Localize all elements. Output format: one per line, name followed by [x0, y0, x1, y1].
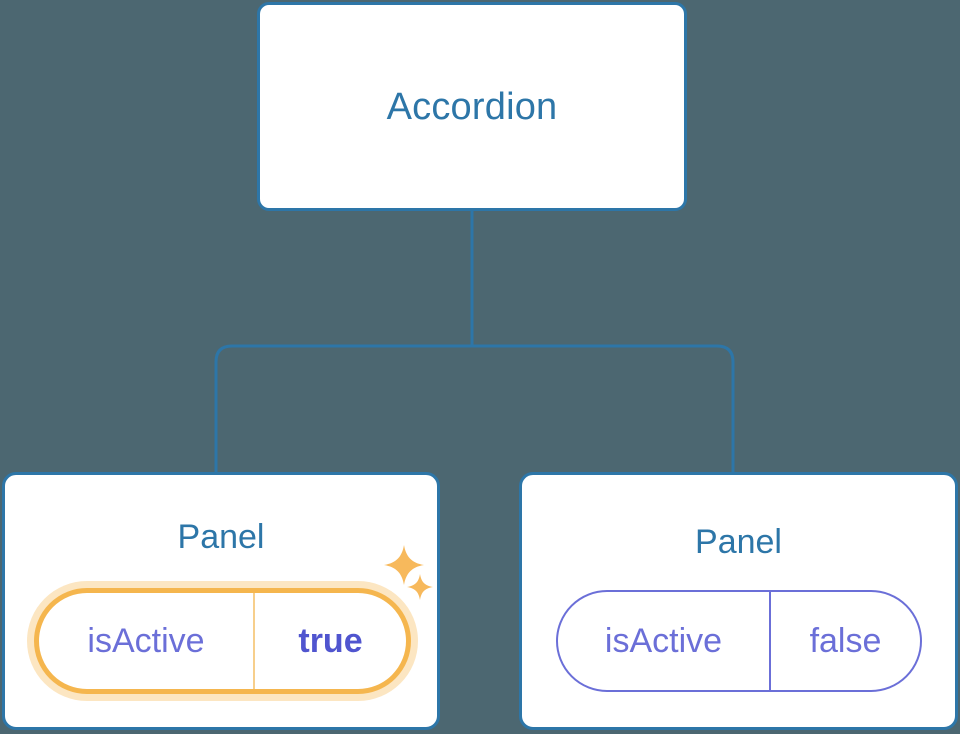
node-panel-active-label: Panel: [177, 518, 265, 556]
prop-value: false: [809, 621, 882, 660]
sparkle-large-icon: [384, 545, 424, 585]
prop-key: isActive: [39, 593, 255, 689]
prop-pill-isactive-false[interactable]: isActive false: [556, 590, 922, 692]
node-accordion[interactable]: Accordion: [257, 2, 687, 211]
edge-branch-bar: [214, 344, 735, 472]
sparkle-small-icon: [407, 574, 433, 600]
node-accordion-label: Accordion: [386, 85, 558, 128]
prop-key: isActive: [558, 592, 771, 690]
prop-pill-isactive-true[interactable]: isActive true: [34, 588, 411, 694]
prop-value: true: [298, 621, 363, 660]
node-panel-inactive-label: Panel: [695, 523, 782, 561]
